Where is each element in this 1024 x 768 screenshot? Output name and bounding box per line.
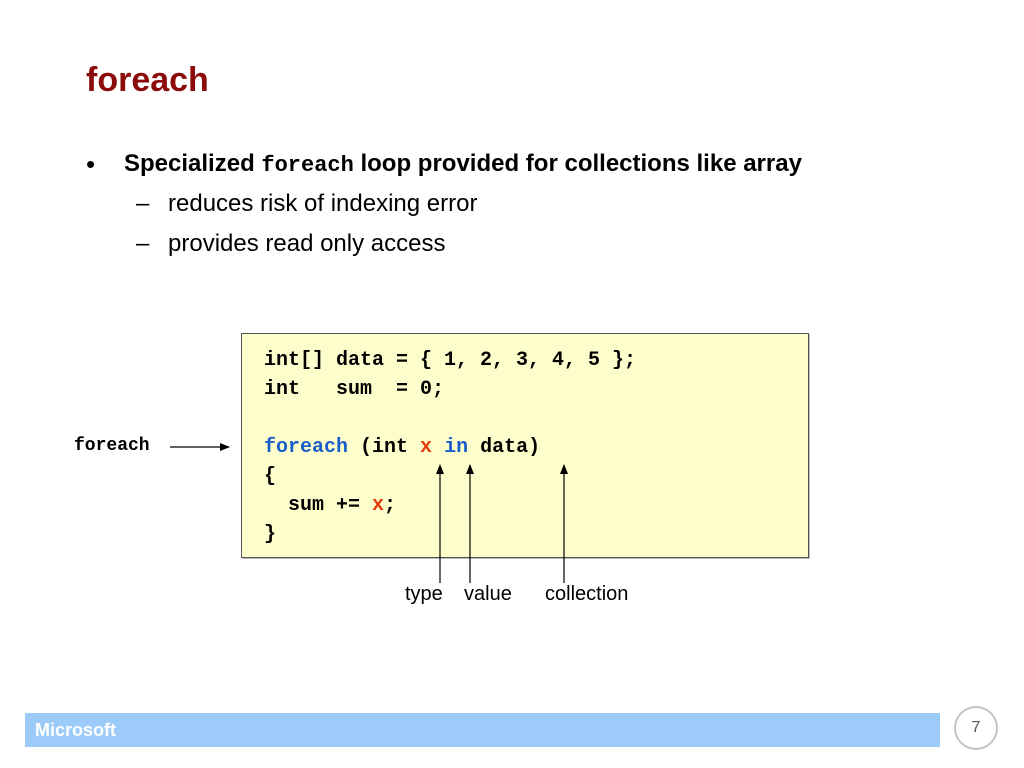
collection-label: collection: [545, 583, 629, 605]
bullet-marker: •: [86, 149, 96, 179]
page-number: 7: [954, 706, 998, 750]
code-keyword-foreach: foreach: [264, 436, 349, 459]
footer-brand: Microsoft: [35, 720, 116, 740]
code-variable-x: x: [372, 494, 385, 517]
code-line-4-end: data): [468, 436, 541, 459]
bullet-code-foreach: foreach: [261, 153, 354, 178]
bullet-text-after: loop provided for collections like array: [353, 150, 802, 177]
code-line-5: {: [264, 465, 277, 488]
code-box: int[] data = { 1, 2, 3, 4, 5 }; int sum …: [241, 333, 809, 558]
bullet-text: Specialized foreach loop provided for co…: [124, 146, 802, 184]
subbullet-marker: –: [136, 190, 150, 217]
subbullet-text: reduces risk of indexing error: [168, 190, 478, 217]
subbullet-text: provides read only access: [168, 230, 446, 257]
code-line-7: }: [264, 523, 277, 546]
code-line-1: int[] data = { 1, 2, 3, 4, 5 };: [264, 349, 637, 372]
code-line-6-end: ;: [384, 494, 397, 517]
subbullet-marker: –: [136, 230, 150, 257]
bullet-text-before: Specialized: [124, 150, 262, 177]
subbullet-item: – provides read only access: [86, 222, 986, 262]
type-label: type: [405, 583, 443, 605]
code-block: int[] data = { 1, 2, 3, 4, 5 }; int sum …: [264, 346, 636, 549]
code-line-2: int sum = 0;: [264, 378, 445, 401]
foreach-side-label: foreach: [74, 436, 150, 456]
code-line-4-part: (int: [348, 436, 421, 459]
slide-title: foreach: [86, 61, 209, 99]
value-label: value: [464, 583, 512, 605]
code-variable-x: x: [420, 436, 433, 459]
bullet-item: • Specialized foreach loop provided for …: [86, 146, 986, 182]
footer-bar: Microsoft: [25, 713, 940, 747]
code-line-6-part: sum +=: [264, 494, 373, 517]
bullet-list: • Specialized foreach loop provided for …: [86, 146, 986, 262]
subbullet-item: – reduces risk of indexing error: [86, 182, 986, 222]
code-keyword-in: in: [444, 436, 469, 459]
